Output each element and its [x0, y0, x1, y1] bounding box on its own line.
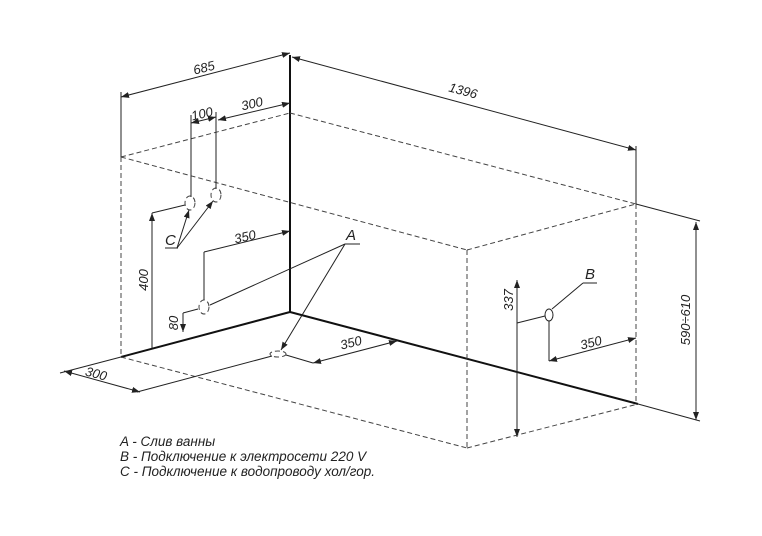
dimension-label: 685 — [192, 58, 217, 78]
connection-b: B 337 350 — [501, 266, 637, 437]
connection-c: 100 300 C 400 — [136, 94, 291, 348]
dimension-height-range: 590÷610 — [635, 203, 701, 422]
dimension-label: 337 — [501, 288, 516, 310]
dimension-label: 100 — [190, 104, 215, 124]
dimension-label: 300 — [240, 94, 265, 114]
legend-item-b: B - Подключение к электросети 220 V — [120, 449, 368, 464]
connection-a: 350 A 80 350 300 — [59, 227, 398, 393]
bathtub-outline — [120, 112, 639, 449]
marker-c-label: C — [165, 232, 176, 249]
dimension-label: 1396 — [447, 80, 480, 102]
legend-item-c: C - Подключение к водопроводу хол/гор. — [120, 464, 375, 479]
dimension-label: 80 — [166, 315, 181, 330]
marker-b-label: B — [585, 266, 595, 283]
dimension-label: 590÷610 — [678, 294, 693, 345]
overflow-outlet — [198, 299, 210, 315]
marker-a-label: A — [345, 227, 356, 244]
legend-item-a: A - Слив ванны — [119, 434, 215, 449]
legend: A - Слив ванны B - Подключение к электро… — [119, 434, 375, 479]
dimension-label: 350 — [233, 227, 258, 247]
water-inlet-hot — [210, 187, 222, 203]
dimension-label: 400 — [136, 268, 151, 290]
electrical-outlet — [544, 308, 554, 322]
dimension-label: 350 — [579, 333, 604, 353]
drain-outlet — [269, 350, 287, 358]
water-inlet-cold — [184, 195, 196, 211]
dimension-685: 685 — [120, 52, 291, 157]
dimension-label: 300 — [84, 364, 110, 384]
dimension-1396: 1396 — [291, 56, 637, 204]
dimension-label: 350 — [339, 333, 364, 353]
